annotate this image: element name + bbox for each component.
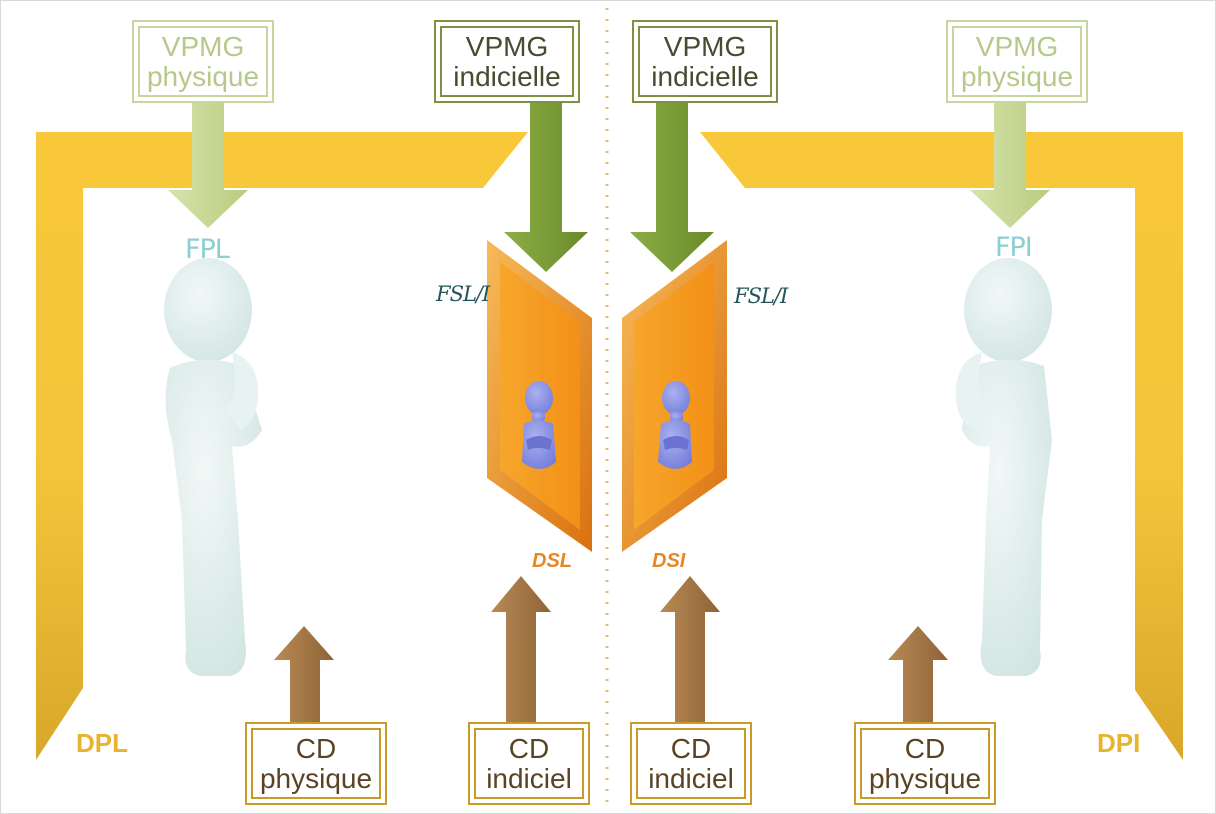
cd-physique-left-box: CD physique xyxy=(245,722,387,805)
bottom-right-brown-arrow xyxy=(888,626,948,722)
vpmg-physique-right-box: VPMG physique xyxy=(946,20,1088,103)
fpi-label: FPI xyxy=(995,232,1033,263)
box-line1: CD xyxy=(670,732,712,764)
box-line2: indicielle xyxy=(651,60,759,92)
box-line2: physique xyxy=(960,60,1074,92)
cd-indiciel-left-box: CD indiciel xyxy=(468,722,590,805)
left-dark-green-arrow xyxy=(504,103,588,272)
box-line1: VPMG xyxy=(663,30,747,62)
box-line1: CD xyxy=(508,732,550,764)
bottom-center-right-brown-arrow xyxy=(660,576,720,722)
cd-physique-right-box: CD physique xyxy=(854,722,996,805)
fpl-label: FPL xyxy=(185,234,230,265)
box-line2: indicielle xyxy=(453,60,561,92)
dsl-label: DSL xyxy=(532,550,572,572)
box-line1: VPMG xyxy=(975,30,1059,62)
box-line2: physique xyxy=(146,60,260,92)
dpi-label: DPI xyxy=(1097,728,1141,758)
left-small-thinker-figure xyxy=(522,381,556,469)
fsl-right-label: FSL/I xyxy=(734,284,788,308)
box-line2: indiciel xyxy=(648,762,734,794)
left-l-frame xyxy=(36,132,528,760)
left-light-green-arrow xyxy=(168,103,248,228)
right-small-thinker-figure xyxy=(658,381,692,469)
box-line1: VPMG xyxy=(161,30,245,62)
bottom-left-brown-arrow xyxy=(274,626,334,722)
box-line1: CD xyxy=(295,732,337,764)
vpmg-indicielle-right-box: VPMG indicielle xyxy=(632,20,778,103)
dsi-label: DSI xyxy=(652,550,686,572)
box-line2: physique xyxy=(868,762,982,794)
right-dark-green-arrow xyxy=(630,103,714,272)
box-line2: physique xyxy=(259,762,373,794)
right-large-thinker-figure xyxy=(955,258,1052,676)
box-line2: indiciel xyxy=(486,762,572,794)
cd-indiciel-right-box: CD indiciel xyxy=(630,722,752,805)
vpmg-physique-left-box: VPMG physique xyxy=(132,20,274,103)
right-l-frame xyxy=(700,132,1183,760)
fsl-left-label: FSL/I xyxy=(436,282,490,306)
dpl-label: DPL xyxy=(76,728,128,758)
bottom-center-left-brown-arrow xyxy=(491,576,551,722)
box-line1: CD xyxy=(904,732,946,764)
box-line1: VPMG xyxy=(465,30,549,62)
right-light-green-arrow xyxy=(970,103,1050,228)
vpmg-indicielle-left-box: VPMG indicielle xyxy=(434,20,580,103)
left-large-thinker-figure xyxy=(164,258,262,676)
